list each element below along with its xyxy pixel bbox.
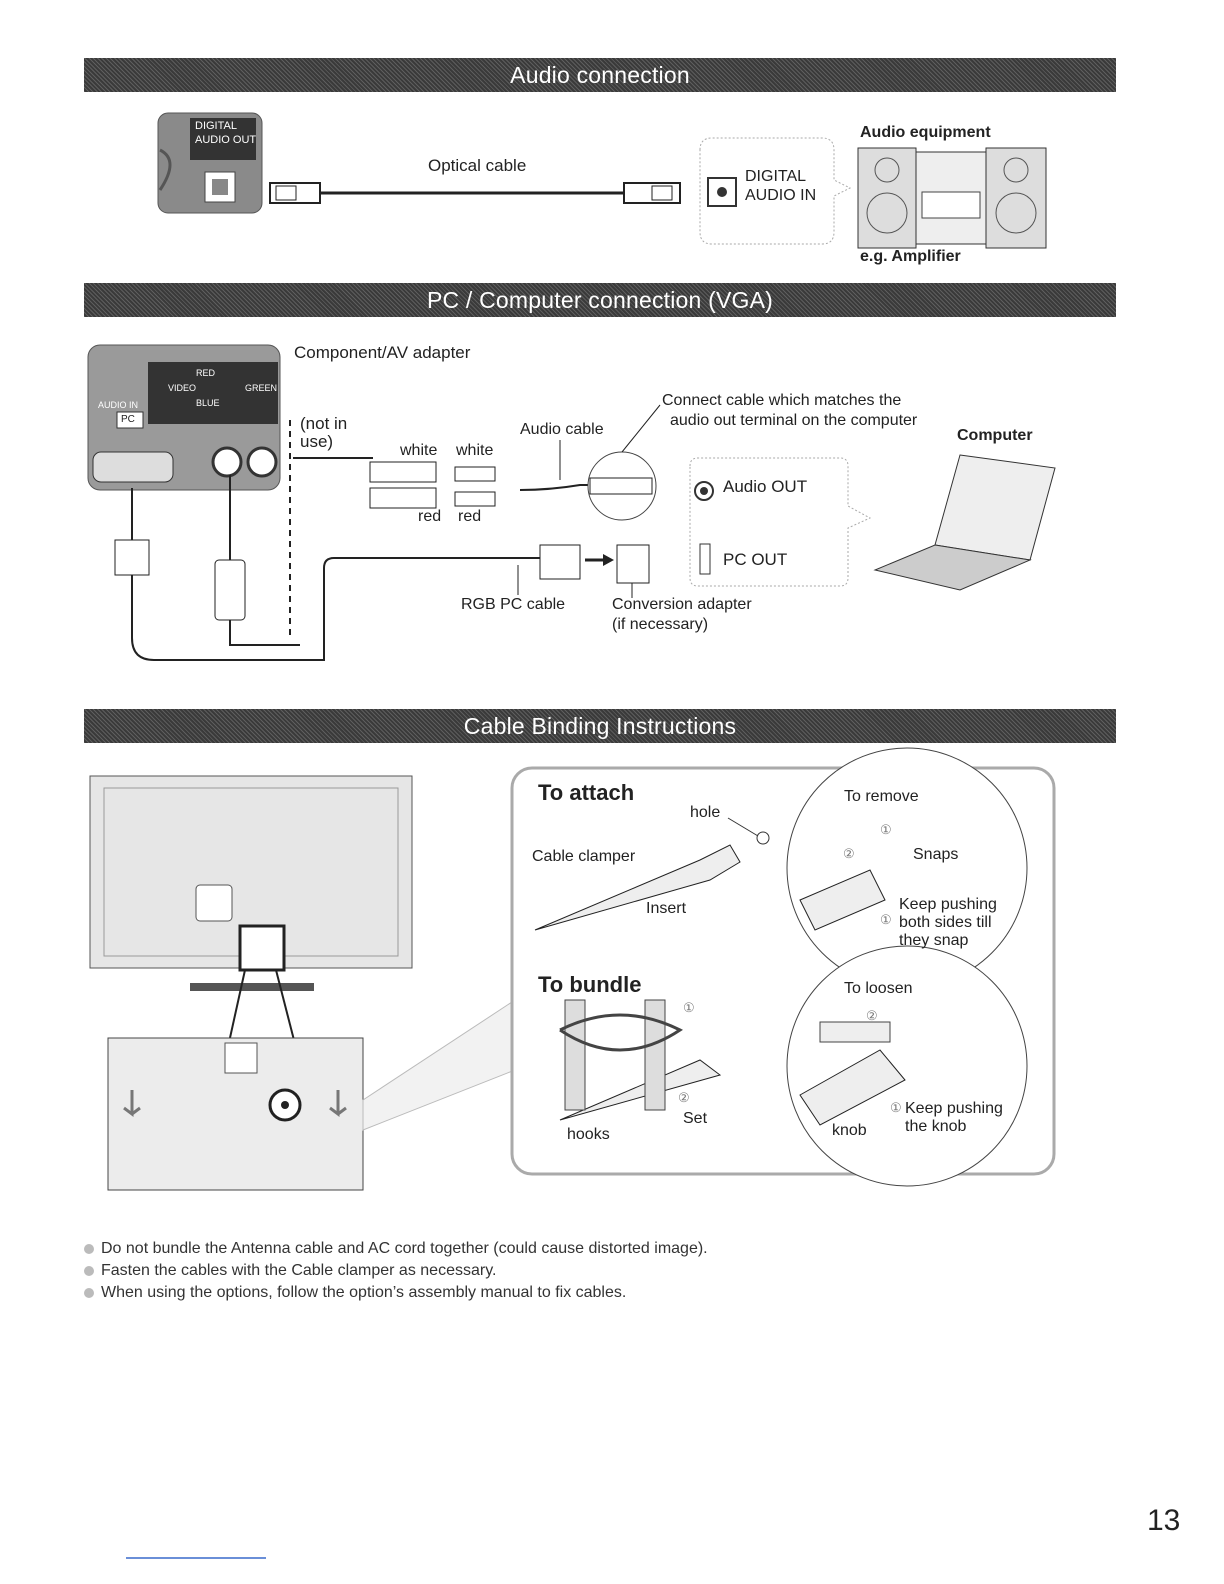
cable-clamper-label: Cable clamper — [532, 848, 636, 865]
bullet-icon — [84, 1266, 94, 1276]
panel-label-audio-in: AUDIO IN — [98, 400, 139, 410]
section-banner-audio: Audio connection — [84, 58, 1116, 92]
rgb-pc-cable-label: RGB PC cable — [461, 596, 566, 613]
red-label-2: red — [458, 508, 482, 525]
step-2-remove: ② — [843, 846, 855, 861]
digital-audio-in-label-2: AUDIO IN — [745, 187, 817, 204]
audio-cable-label: Audio cable — [520, 421, 604, 438]
note-item: Fasten the cables with the Cable clamper… — [84, 1260, 708, 1282]
keep-pushing-line-2: both sides till — [899, 914, 992, 931]
step-2-loosen: ② — [866, 1008, 878, 1023]
section-banner-binding: Cable Binding Instructions — [84, 709, 1116, 743]
optical-cable — [269, 182, 681, 204]
audio-out-label: Audio OUT — [723, 477, 808, 496]
computer-label: Computer — [957, 427, 1033, 444]
digital-audio-in-callout — [699, 137, 852, 245]
tv-digital-audio-out-panel — [157, 112, 263, 214]
hooks-label: hooks — [567, 1126, 610, 1143]
audio-note-line-1: Connect cable which matches the — [662, 392, 902, 409]
keep-pushing-line-1: Keep pushing — [899, 896, 997, 913]
white-label-1: white — [400, 442, 438, 459]
pc-out-label: PC OUT — [723, 550, 788, 569]
notes-list: Do not bundle the Antenna cable and AC c… — [84, 1238, 708, 1304]
step-2-bundle: ② — [678, 1090, 690, 1105]
panel-label-blue: BLUE — [196, 398, 220, 408]
set-label: Set — [683, 1110, 708, 1127]
bullet-icon — [84, 1244, 94, 1254]
not-in-use-label-2: use) — [300, 432, 334, 451]
tv-port-label-2: AUDIO OUT — [195, 134, 257, 146]
note-item: Do not bundle the Antenna cable and AC c… — [84, 1238, 708, 1260]
audio-plug-detail — [589, 477, 653, 495]
tv-port-label-1: DIGITAL — [195, 120, 237, 132]
bullet-icon — [84, 1288, 94, 1298]
amplifier-illustration — [857, 147, 1047, 249]
knob-label: knob — [832, 1122, 867, 1139]
instruction-panel — [510, 747, 1056, 1187]
keep-pushing-line-3: they snap — [899, 932, 969, 949]
conversion-adapter — [616, 544, 650, 584]
tv-back-detail — [107, 999, 516, 1191]
conversion-adapter-label: Conversion adapter — [612, 596, 752, 613]
audio-note-line-2: audio out terminal on the computer — [670, 412, 918, 429]
red-label-1: red — [418, 508, 442, 525]
insert-label: Insert — [646, 900, 687, 917]
tv-back-illustration — [89, 775, 413, 1084]
amplifier-example-label: e.g. Amplifier — [860, 248, 961, 265]
conversion-adapter-note: (if necessary) — [612, 616, 709, 633]
section-banner-pc: PC / Computer connection (VGA) — [84, 283, 1116, 317]
note-item: When using the options, follow the optio… — [84, 1282, 708, 1304]
panel-label-red: RED — [196, 368, 216, 378]
panel-label-pc: PC — [121, 414, 135, 425]
to-remove-heading: To remove — [844, 788, 919, 805]
footer-rule — [126, 1557, 266, 1559]
component-av-adapter-label: Component/AV adapter — [294, 343, 471, 362]
to-attach-heading: To attach — [538, 780, 635, 805]
pc-cables — [131, 420, 650, 661]
laptop-illustration — [873, 454, 1056, 591]
audio-plug-left — [214, 559, 246, 621]
step-1-bundle: ① — [683, 1000, 695, 1015]
keep-pushing-knob-line-1: Keep pushing — [905, 1100, 1003, 1117]
tv-rear-panel — [87, 344, 281, 491]
panel-label-video: VIDEO — [168, 383, 197, 393]
to-loosen-heading: To loosen — [844, 980, 913, 997]
snaps-label: Snaps — [913, 846, 959, 863]
component-av-adapter — [369, 461, 496, 509]
rgb-pc-cable-plug — [539, 544, 581, 580]
vga-plug-left — [114, 539, 150, 576]
white-label-2: white — [456, 442, 494, 459]
hole-label: hole — [690, 804, 721, 821]
optical-cable-label: Optical cable — [428, 156, 527, 175]
to-bundle-heading: To bundle — [538, 972, 642, 997]
audio-equipment-label: Audio equipment — [860, 124, 991, 141]
step-1-bottom: ① — [880, 912, 892, 927]
page-number: 13 — [1147, 1504, 1181, 1537]
computer-ports-callout — [689, 457, 872, 587]
step-1-top: ① — [880, 822, 892, 837]
not-in-use-label-1: (not in — [300, 414, 348, 433]
keep-pushing-knob-line-2: the knob — [905, 1118, 967, 1135]
digital-audio-in-label-1: DIGITAL — [745, 168, 807, 185]
step-1-loosen: ① — [890, 1100, 902, 1115]
panel-label-green: GREEN — [245, 383, 278, 393]
